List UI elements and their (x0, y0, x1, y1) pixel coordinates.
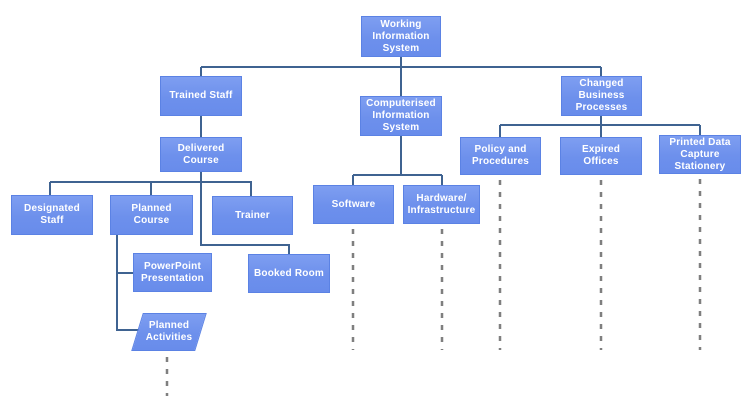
node-label: Hardware/ Infrastructure (407, 192, 476, 216)
node-label: Delivered Course (177, 142, 225, 166)
node-planned-activities[interactable]: Planned Activities (131, 313, 207, 351)
node-label: Planned Course (131, 203, 172, 226)
node-policy-and-procedures[interactable]: Policy and Procedures (460, 137, 541, 175)
node-booked-room[interactable]: Booked Room (248, 254, 330, 293)
node-label: Policy and Procedures (471, 144, 530, 167)
node-powerpoint-presentation[interactable]: PowerPoint Presentation (133, 253, 212, 292)
node-label: Printed Data Capture Stationery (669, 136, 731, 172)
node-label: Designated Staff (24, 203, 80, 226)
node-printed-data-capture-stationery[interactable]: Printed Data Capture Stationery (659, 135, 741, 174)
node-label: Trainer (235, 209, 270, 221)
node-designated-staff[interactable]: Designated Staff (11, 195, 93, 235)
node-computerised-information-system[interactable]: Computerised Information System (360, 96, 442, 136)
node-trainer[interactable]: Trainer (212, 196, 293, 235)
node-label: Expired Offices (581, 144, 621, 167)
node-label: Working Information System (372, 18, 430, 54)
node-label: PowerPoint Presentation (141, 260, 204, 284)
node-planned-course[interactable]: Planned Course (110, 195, 193, 235)
node-label: Changed Business Processes (575, 78, 628, 113)
node-changed-business-processes[interactable]: Changed Business Processes (561, 76, 642, 116)
node-expired-offices[interactable]: Expired Offices (560, 137, 642, 175)
connector-delivered-to-booked (201, 244, 290, 254)
node-label: Software (331, 198, 376, 210)
node-working-information-system[interactable]: Working Information System (361, 16, 441, 57)
node-software[interactable]: Software (313, 185, 394, 224)
node-label: Booked Room (254, 267, 324, 279)
node-label: Planned Activities (145, 320, 193, 343)
node-label: Computerised Information System (366, 98, 436, 133)
node-delivered-course[interactable]: Delivered Course (160, 137, 242, 172)
node-hardware-infrastructure[interactable]: Hardware/ Infrastructure (403, 185, 480, 224)
node-trained-staff[interactable]: Trained Staff (160, 76, 242, 116)
node-label: Trained Staff (169, 90, 233, 101)
